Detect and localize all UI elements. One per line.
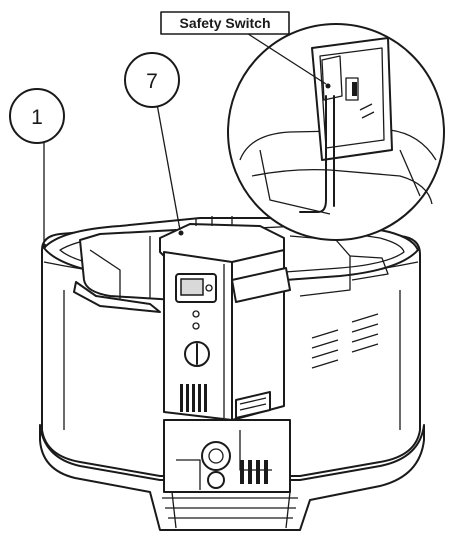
callout-1: 1 [9, 88, 65, 144]
callout-7: 7 [124, 52, 180, 108]
callout-7-label: 7 [146, 70, 158, 93]
leader-lines [41, 29, 331, 249]
safety-switch-callout: Safety Switch [160, 11, 290, 35]
fryer-base [39, 424, 425, 531]
control-unit [159, 216, 291, 421]
safety-switch-label: Safety Switch [179, 15, 270, 31]
callout-1-label: 1 [31, 106, 43, 129]
fryer-basket [73, 229, 389, 313]
heater-assembly [163, 419, 291, 493]
detail-magnifier [227, 23, 445, 241]
